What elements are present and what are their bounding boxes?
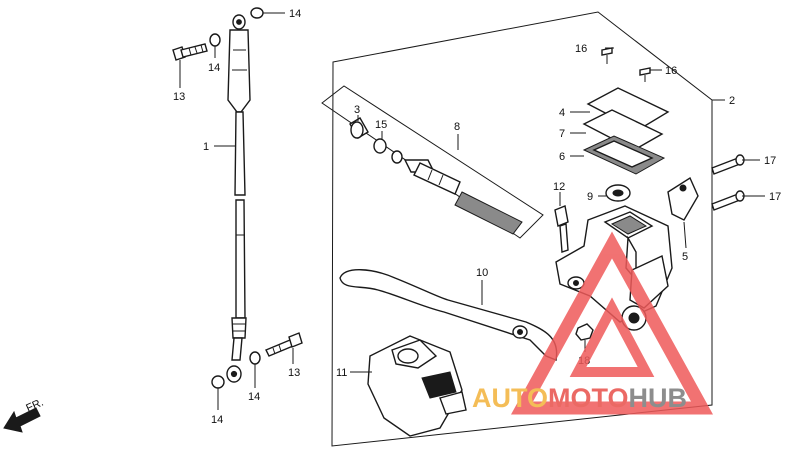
callout-12: 12 xyxy=(553,181,565,193)
sealing-washer-top-right xyxy=(250,7,264,19)
callout-17-bottom: 17 xyxy=(769,191,781,203)
switch-housing xyxy=(367,335,467,437)
sealing-washer-bottom-right xyxy=(249,351,261,365)
nut-18 xyxy=(575,323,594,341)
watermark-text: AUTOMOTOHUB xyxy=(472,383,687,413)
callout-13-bottom: 13 xyxy=(288,367,300,379)
brake-lever xyxy=(339,269,558,361)
screws-17 xyxy=(711,154,745,211)
callout-14-bottom-left: 14 xyxy=(211,414,223,426)
callout-14-top-left: 14 xyxy=(208,62,220,74)
callout-8: 8 xyxy=(454,121,460,133)
boot-9 xyxy=(605,184,631,202)
callout-7: 7 xyxy=(559,128,565,140)
bolt-12 xyxy=(554,205,569,253)
sealing-washer-top-left xyxy=(209,33,221,47)
watermark: AUTOMOTOHUB xyxy=(472,231,714,415)
reservoir-cap-set xyxy=(582,47,670,175)
callout-11: 11 xyxy=(336,367,347,379)
callout-13-top: 13 xyxy=(173,91,185,103)
callout-10: 10 xyxy=(476,267,488,279)
brake-hose xyxy=(226,14,251,383)
watermark-triangle xyxy=(510,231,714,415)
front-direction-label: FR. xyxy=(24,397,45,415)
callout-14-top-right: 14 xyxy=(289,8,301,20)
watermark-hub: HUB xyxy=(629,383,688,413)
callout-16-top: 16 xyxy=(575,43,587,55)
mirror-clamp xyxy=(667,176,699,221)
callout-16-right: 16 xyxy=(665,65,677,77)
banjo-bolt-bottom xyxy=(265,332,303,357)
callout-14-bottom-right: 14 xyxy=(248,391,260,403)
callout-4: 4 xyxy=(559,107,565,119)
front-direction-arrow: FR. xyxy=(3,397,45,433)
watermark-auto: AUTO xyxy=(472,383,548,413)
assembly-outline xyxy=(331,11,713,447)
callout-1: 1 xyxy=(203,141,209,153)
callout-15: 15 xyxy=(375,119,387,131)
sealing-washer-bottom-left xyxy=(211,375,225,389)
callout-3: 3 xyxy=(354,104,360,116)
callout-5: 5 xyxy=(682,251,688,263)
callout-2: 2 xyxy=(729,95,735,107)
leader-lines xyxy=(179,12,765,410)
callouts: 14 14 13 1 13 14 14 3 15 8 16 16 4 7 6 9… xyxy=(173,8,781,426)
piston-kit xyxy=(349,117,523,235)
callout-9: 9 xyxy=(587,191,593,203)
banjo-bolt-top xyxy=(172,43,208,61)
callout-17-top: 17 xyxy=(764,155,776,167)
watermark-moto: MOTO xyxy=(548,383,629,413)
callout-6: 6 xyxy=(559,151,565,163)
